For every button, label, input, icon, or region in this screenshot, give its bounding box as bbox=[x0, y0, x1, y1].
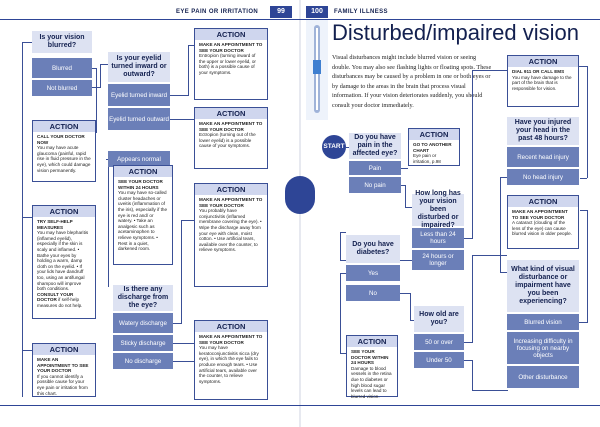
question-discharge: Is there any discharge from the eye? bbox=[113, 285, 173, 311]
action-label: ACTION bbox=[33, 121, 95, 132]
action-text: Damage to blood vessels in the retina du… bbox=[351, 365, 392, 399]
action-label: ACTION bbox=[33, 206, 95, 217]
action-heading: SEE YOUR DOCTOR WITHIN 24 HOURS bbox=[118, 179, 163, 190]
action-heading: MAKE AN APPOINTMENT TO SEE YOUR DOCTOR bbox=[199, 197, 263, 208]
answer-diabetes-no[interactable]: No bbox=[346, 285, 400, 301]
answer-sticky-discharge[interactable]: Sticky discharge bbox=[113, 335, 173, 351]
action-text: Entropion (turning inward of the upper o… bbox=[199, 53, 256, 75]
action-heading: CALL YOUR DOCTOR NOW bbox=[37, 134, 85, 145]
answer-50-or-over[interactable]: 50 or over bbox=[414, 334, 464, 350]
action-label: ACTION bbox=[114, 166, 172, 177]
action-label: ACTION bbox=[195, 29, 267, 40]
answer-blurred-vision[interactable]: Blurred vision bbox=[507, 314, 579, 330]
answer-watery-discharge[interactable]: Watery discharge bbox=[113, 313, 173, 333]
answer-24-hours-or-longer[interactable]: 24 hours or longer bbox=[412, 250, 464, 270]
answer-under-50[interactable]: Under 50 bbox=[414, 352, 464, 368]
action-unidentified-cause: ACTION MAKE AN APPOINTMENT TO SEE YOUR D… bbox=[32, 343, 96, 397]
question-how-long: How long has your vision been disturbed … bbox=[412, 190, 464, 229]
action-cataract: ACTION MAKE AN APPOINTMENT TO SEE YOUR D… bbox=[507, 195, 579, 249]
action-text: You may have acute glaucoma (painful, ra… bbox=[37, 145, 91, 173]
action-heading-2: CONSULT YOUR DOCTOR bbox=[37, 291, 74, 303]
question-pain: Do you have pain in the affected eye? bbox=[349, 133, 401, 159]
answer-appears-normal[interactable]: Appears normal bbox=[108, 151, 170, 167]
start-badge: START bbox=[322, 135, 346, 159]
action-label: ACTION bbox=[195, 321, 267, 332]
answer-other-disturbance[interactable]: Other disturbance bbox=[507, 366, 579, 388]
answer-not-blurred[interactable]: Not blurred bbox=[32, 80, 92, 96]
answer-pain[interactable]: Pain bbox=[349, 161, 401, 175]
action-label: ACTION bbox=[508, 56, 578, 67]
action-heading: MAKE AN APPOINTMENT TO SEE YOUR DOCTOR bbox=[37, 357, 89, 374]
action-conjunctivitis: ACTION MAKE AN APPOINTMENT TO SEE YOUR D… bbox=[194, 183, 268, 287]
question-eyelid: Is your eyelid turned inward or outward? bbox=[108, 52, 170, 82]
action-text: You may have damage to the part of the b… bbox=[512, 74, 572, 91]
header-rule bbox=[0, 19, 600, 20]
question-head-injury: Have you injured your head in the past 4… bbox=[507, 117, 579, 145]
action-heading: MAKE AN APPOINTMENT TO SEE YOUR DOCTOR bbox=[199, 42, 263, 53]
action-text: A cataract (clouding of the lens of the … bbox=[512, 220, 573, 237]
footer-rule bbox=[0, 405, 600, 406]
action-text-2: if self-help measures do not help. bbox=[37, 297, 83, 308]
action-text: Ectropion (turning out of the lower eyel… bbox=[199, 132, 256, 149]
answer-focusing-difficulty[interactable]: Increasing difficulty in focusing on nea… bbox=[507, 332, 579, 364]
question-kind-of-disturbance: What kind of visual disturbance or impai… bbox=[507, 260, 579, 312]
answer-eyelid-outward[interactable]: Eyelid turned outward bbox=[108, 108, 170, 130]
page-number-right: 100 bbox=[306, 6, 328, 18]
action-heading: MAKE AN APPOINTMENT TO SEE YOUR DOCTOR bbox=[512, 209, 568, 220]
action-text: You may have keratoconjunctivitis sicca … bbox=[199, 345, 259, 384]
answer-eyelid-inward[interactable]: Eyelid turned inward bbox=[108, 84, 170, 106]
answer-less-24-hours[interactable]: Less than 24 hours bbox=[412, 228, 464, 248]
action-text: You may have blepharitis (inflamed eyeli… bbox=[37, 230, 89, 292]
action-label: ACTION bbox=[33, 344, 95, 355]
action-text: You may have so-called cluster headaches… bbox=[118, 190, 168, 252]
thermometer-image bbox=[306, 20, 328, 120]
question-diabetes: Do you have diabetes? bbox=[346, 235, 400, 263]
action-entropion: ACTION MAKE AN APPOINTMENT TO SEE YOUR D… bbox=[194, 28, 268, 100]
action-heading: GO TO ANOTHER CHART bbox=[413, 142, 452, 153]
action-label: ACTION bbox=[508, 196, 578, 207]
action-label: ACTION bbox=[195, 184, 267, 195]
action-text: You probably have conjunctivitis (inflam… bbox=[199, 208, 262, 253]
header-right-title: FAMILY ILLNESS bbox=[334, 9, 388, 15]
intro-text: Visual disturbances might include blurre… bbox=[332, 54, 492, 109]
action-dry-eye: ACTION MAKE AN APPOINTMENT TO SEE YOUR D… bbox=[194, 320, 268, 400]
question-blurred: Is your vision blurred? bbox=[32, 31, 92, 53]
answer-diabetes-yes[interactable]: Yes bbox=[346, 265, 400, 281]
answer-recent-head-injury[interactable]: Recent head injury bbox=[507, 147, 579, 167]
answer-no-head-injury[interactable]: No head injury bbox=[507, 169, 579, 185]
action-heading: MAKE AN APPOINTMENT TO SEE YOUR DOCTOR bbox=[199, 334, 263, 345]
header-left-title: EYE PAIN OR IRRITATION bbox=[176, 9, 259, 15]
action-label: ACTION bbox=[195, 108, 267, 119]
thumb-tab bbox=[285, 176, 315, 214]
action-label: ACTION bbox=[347, 336, 397, 347]
page-number-left: 99 bbox=[270, 6, 292, 18]
action-label: ACTION bbox=[409, 129, 459, 140]
action-heading: TRY SELF-HELP MEASURES bbox=[37, 219, 73, 230]
action-heading: DIAL 911 OR CALL EMS bbox=[512, 69, 565, 74]
answer-no-discharge[interactable]: No discharge bbox=[113, 353, 173, 369]
question-age: How old are you? bbox=[414, 306, 464, 332]
page-title: Disturbed/impaired vision bbox=[332, 20, 579, 45]
answer-no-pain[interactable]: No pain bbox=[349, 177, 401, 193]
answer-blurred[interactable]: Blurred bbox=[32, 58, 92, 78]
action-heading: SEE YOUR DOCTOR WITHIN 24 HOURS bbox=[351, 349, 389, 366]
action-ectropion: ACTION MAKE AN APPOINTMENT TO SEE YOUR D… bbox=[194, 107, 268, 169]
action-text: If you cannot identify a possible cause … bbox=[37, 373, 88, 396]
action-text: Eye pain or irritation, p.98 bbox=[413, 153, 441, 164]
action-heading: MAKE AN APPOINTMENT TO SEE YOUR DOCTOR bbox=[199, 121, 263, 132]
